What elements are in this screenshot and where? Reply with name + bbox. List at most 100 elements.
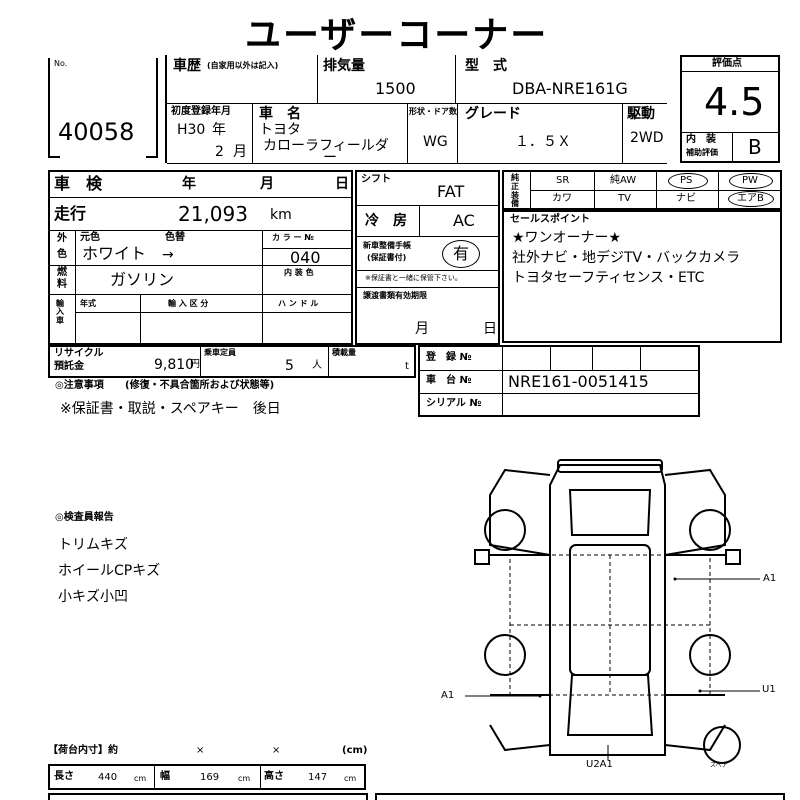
transfer-month-unit: 月 bbox=[415, 321, 429, 337]
cargo-length-label: 長さ bbox=[54, 771, 74, 782]
inspector-item: ホイールCPキズ bbox=[58, 563, 161, 579]
header-grid: 車歴 (自家用以外は記入) 排気量 1500 型 式 DBA-NRE161G 初… bbox=[165, 55, 667, 166]
damage-a1-left: A1 bbox=[441, 690, 455, 701]
displacement-value: 1500 bbox=[375, 79, 416, 98]
chassis-label: 車 台 № bbox=[426, 375, 472, 386]
equip-aw: 純AW bbox=[610, 175, 637, 186]
interior-grade-value: B bbox=[748, 135, 762, 159]
bottom-partial-box-right bbox=[375, 793, 785, 800]
shaken-year-unit: 年 bbox=[182, 176, 196, 192]
cargo-width-unit: cm bbox=[238, 774, 251, 783]
inspector-item: トリムキズ bbox=[58, 537, 128, 553]
trim-value: １．５Ｘ bbox=[515, 134, 571, 150]
grade-box: 評価点 4.5 内 装 補助評価 B bbox=[680, 55, 780, 163]
airbag-circle bbox=[728, 191, 774, 207]
sales-line-1: ★ワンオーナー★ bbox=[512, 230, 622, 246]
fuel-value: ガソリン bbox=[110, 270, 175, 289]
handle-label: ハ ン ド ル bbox=[278, 299, 319, 308]
damage-u1: U1 bbox=[762, 684, 776, 695]
shaken-month-unit: 月 bbox=[260, 176, 274, 192]
pw-circle bbox=[729, 173, 773, 189]
cargo-length-value: 440 bbox=[98, 772, 118, 783]
notes-line-1: ※保証書・取説・スペアキー 後日 bbox=[60, 401, 281, 417]
spare-label: スペア bbox=[710, 762, 728, 769]
no-label: No. bbox=[54, 59, 68, 68]
manual-value: 有 bbox=[453, 244, 470, 263]
bottom-partial-box-left bbox=[48, 793, 368, 800]
shift-value: FAT bbox=[437, 182, 465, 201]
page-title: ユーザーコーナー bbox=[245, 15, 549, 56]
interior-color-label: 内 装 色 bbox=[284, 268, 314, 277]
first-reg-era: H30 bbox=[177, 122, 206, 138]
color-no-label: カ ラ ー № bbox=[272, 233, 314, 242]
cargo-title: 【荷台内寸】約 bbox=[48, 745, 118, 756]
import-label: 輸入車 bbox=[56, 299, 64, 325]
sales-line-3: トヨタセーフティセンス・ETC bbox=[512, 270, 705, 286]
inspector-title: ◎検査員報告 bbox=[55, 512, 114, 523]
model-year-label: 年式 bbox=[80, 299, 96, 308]
model-label: 型 式 bbox=[465, 58, 507, 74]
damage-bottom: U2A1 bbox=[586, 759, 613, 770]
first-reg-month: 2 bbox=[215, 144, 224, 160]
drive-label: 駆動 bbox=[627, 106, 655, 122]
equip-sr: SR bbox=[556, 175, 570, 186]
equipment-label: 純正装備 bbox=[511, 173, 519, 209]
inspector-item: 小キズ小凹 bbox=[58, 589, 128, 605]
car-name-label: 車 名 bbox=[259, 106, 301, 122]
mileage-value: 21,093 bbox=[178, 202, 248, 226]
grade-value: 4.5 bbox=[704, 80, 765, 124]
manual-circle bbox=[442, 240, 480, 268]
lot-number-box: No. 40058 bbox=[48, 58, 158, 158]
exterior-label-2: 色 bbox=[57, 249, 67, 260]
color-no-value: 040 bbox=[290, 248, 321, 267]
registration-label: 登 録 № bbox=[426, 352, 472, 363]
serial-label: シリアル № bbox=[426, 398, 482, 409]
repaint-label: 色替 bbox=[165, 232, 185, 243]
cargo-height-value: 147 bbox=[308, 772, 328, 783]
body-type-label: 形状・ドア数 bbox=[409, 107, 457, 116]
sales-line-2: 社外ナビ・地デジTV・バックカメラ bbox=[512, 250, 741, 266]
registration-block: 登 録 № 車 台 № NRE161-0051415 シリアル № bbox=[418, 345, 700, 417]
lot-number: 40058 bbox=[58, 118, 135, 146]
model-value: DBA-NRE161G bbox=[512, 79, 628, 98]
chassis-number: NRE161-0051415 bbox=[508, 372, 649, 391]
cargo-dimensions-row: 長さ 440 cm 幅 169 cm 高さ 147 cm bbox=[48, 764, 366, 790]
capacity-unit: 人 bbox=[312, 360, 322, 371]
history-label: 車歴 bbox=[173, 58, 201, 74]
load-unit: t bbox=[405, 361, 409, 372]
shift-label: シフト bbox=[361, 174, 391, 185]
recycle-unit: 円 bbox=[190, 359, 200, 370]
sales-point-block: セールスポイント ★ワンオーナー★ 社外ナビ・地デジTV・バックカメラ トヨタセ… bbox=[502, 210, 782, 343]
shaken-label: 車 検 bbox=[54, 174, 103, 193]
recycle-label-2: 預託金 bbox=[54, 361, 84, 372]
car-name-suffix: ー bbox=[323, 150, 337, 166]
cargo-height-label: 高さ bbox=[264, 771, 284, 782]
fuel-label-2: 料 bbox=[57, 279, 67, 290]
cargo-unit: (cm) bbox=[342, 745, 368, 756]
capacity-value: 5 bbox=[285, 358, 294, 374]
recycle-value: 9,810 bbox=[154, 357, 195, 373]
inspection-block: 車 検 年 月 日 走行 21,093 km 外 色 元色 色替 ホワイト → … bbox=[48, 170, 353, 345]
history-note: (自家用以外は記入) bbox=[207, 61, 279, 70]
color-arrow: → bbox=[162, 247, 174, 263]
cargo-height-unit: cm bbox=[344, 774, 357, 783]
sales-point-label: セールスポイント bbox=[510, 214, 590, 225]
car-name-maker: トヨタ bbox=[259, 122, 301, 138]
mileage-unit: km bbox=[270, 207, 292, 223]
manual-label-2: (保証書付) bbox=[367, 253, 407, 262]
first-reg-year-unit: 年 bbox=[212, 122, 226, 138]
shift-block: シフト FAT 冷 房 AC 新車整備手帳 (保証書付) 有 ※保証書と一緒に保… bbox=[355, 170, 500, 345]
equip-pw: PW bbox=[742, 175, 758, 186]
shaken-day-unit: 日 bbox=[335, 176, 349, 192]
interior-grade-label: 内 装 bbox=[686, 134, 716, 145]
recycle-label-1: リサイクル bbox=[54, 348, 104, 359]
equip-tv: TV bbox=[618, 193, 631, 204]
mileage-label: 走行 bbox=[54, 204, 87, 223]
notes-subtitle: (修復・不具合箇所および状態等) bbox=[125, 380, 275, 391]
import-type-label: 輸 入 区 分 bbox=[168, 299, 209, 308]
cargo-x-1: × bbox=[196, 745, 205, 756]
equip-navi: ナビ bbox=[676, 193, 696, 204]
notes-title: ◎注意事項 bbox=[55, 380, 104, 391]
cargo-length-unit: cm bbox=[134, 774, 147, 783]
cargo-width-value: 169 bbox=[200, 772, 220, 783]
